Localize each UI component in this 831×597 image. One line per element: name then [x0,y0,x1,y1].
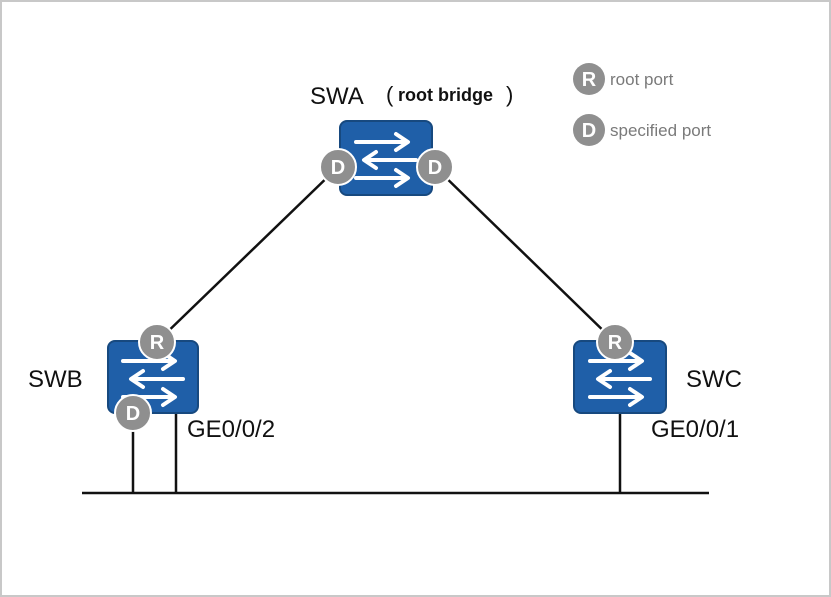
label-swa: SWA [310,83,364,110]
legend-root-label: root port [610,70,674,89]
port-badge-swb-root: R [138,323,176,361]
svg-text:R: R [150,332,165,354]
label-swa-note-open: ( [386,82,394,107]
legend-root-badge: R [573,63,605,95]
svg-text:D: D [582,120,596,142]
svg-text:D: D [428,157,442,179]
svg-text:R: R [608,332,623,354]
label-swc: SWC [686,366,742,393]
port-badge-swc-root: R [596,323,634,361]
legend: R root port D specified port [573,63,711,146]
label-swb: SWB [28,366,83,393]
label-swa-note: root bridge [398,85,493,105]
legend-designated-badge: D [573,114,605,146]
link-swa-swb [156,166,339,343]
link-swa-swc [434,166,616,343]
label-port-swb-ge002: GE0/0/2 [187,416,275,443]
svg-text:D: D [126,403,140,425]
port-badge-swb-designated: D [114,394,152,432]
port-badge-swa-right-designated: D [416,148,454,186]
label-swa-note-close: ) [506,82,513,107]
svg-text:R: R [582,69,597,91]
legend-designated-label: specified port [610,121,711,140]
port-badge-swa-left-designated: D [319,148,357,186]
svg-text:D: D [331,157,345,179]
label-port-swc-ge001: GE0/0/1 [651,416,739,443]
